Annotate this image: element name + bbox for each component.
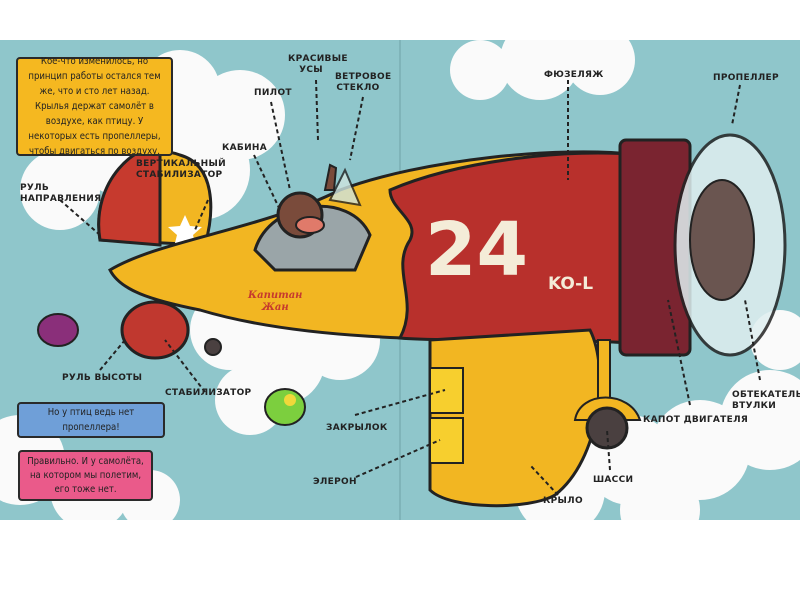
label-elevator: РУЛЬ ВЫСОТЫ [62, 373, 143, 383]
label-vertical-stabilizer: ВЕРТИКАЛЬНЫЙ СТАБИЛИЗАТОР [136, 159, 226, 180]
label-pilot: ПИЛОТ [254, 88, 292, 98]
airplane-illustration [0, 40, 800, 520]
plane-name: Капитан Жан [248, 290, 302, 314]
label-wing: КРЫЛО [543, 496, 583, 506]
landing-gear-wheel [585, 406, 629, 450]
label-cabin: КАБИНА [222, 143, 268, 153]
label-stabilizer: СТАБИЛИЗАТОР [165, 388, 252, 398]
stabilizer [120, 300, 190, 360]
spinner [689, 179, 755, 301]
dialog-bubble-question: Но у птиц ведь нет пропеллера! [17, 402, 165, 438]
label-landing-gear: ШАССИ [593, 475, 634, 485]
label-flap: ЗАКРЫЛОК [326, 423, 388, 433]
label-moustache: КРАСИВЫЕ УСЫ [288, 54, 348, 75]
label-windshield: ВЕТРОВОЕ СТЕКЛО [335, 72, 392, 93]
windshield [328, 167, 362, 207]
label-fuselage: ФЮЗЕЛЯЖ [544, 70, 604, 80]
label-spinner: ОБТЕКАТЕЛЬ ВТУЛКИ [732, 390, 800, 411]
info-box: Кое-что изменилось, но принцип работы ос… [16, 56, 173, 157]
dialog-bubble-answer: Правильно. И у самолёта, на котором мы п… [18, 450, 153, 501]
green-bird [264, 388, 306, 426]
label-aileron: ЭЛЕРОН [313, 477, 357, 487]
purple-bird [37, 313, 79, 347]
plane-name-line1: Капитан [248, 290, 303, 301]
plane-registration: KO-L [548, 274, 594, 294]
plane-number: 24 [425, 207, 528, 293]
label-rudder: РУЛЬ НАПРАВЛЕНИЯ [20, 183, 102, 204]
aileron [429, 417, 464, 464]
flap [429, 367, 464, 414]
plane-name-line2: Жан [261, 302, 289, 313]
book-spread-illustration: 24 KO-L Капитан Жан [0, 40, 800, 520]
label-propeller: ПРОПЕЛЛЕР [713, 73, 779, 83]
label-engine-cowling: КАПОТ ДВИГАТЕЛЯ [643, 415, 749, 425]
